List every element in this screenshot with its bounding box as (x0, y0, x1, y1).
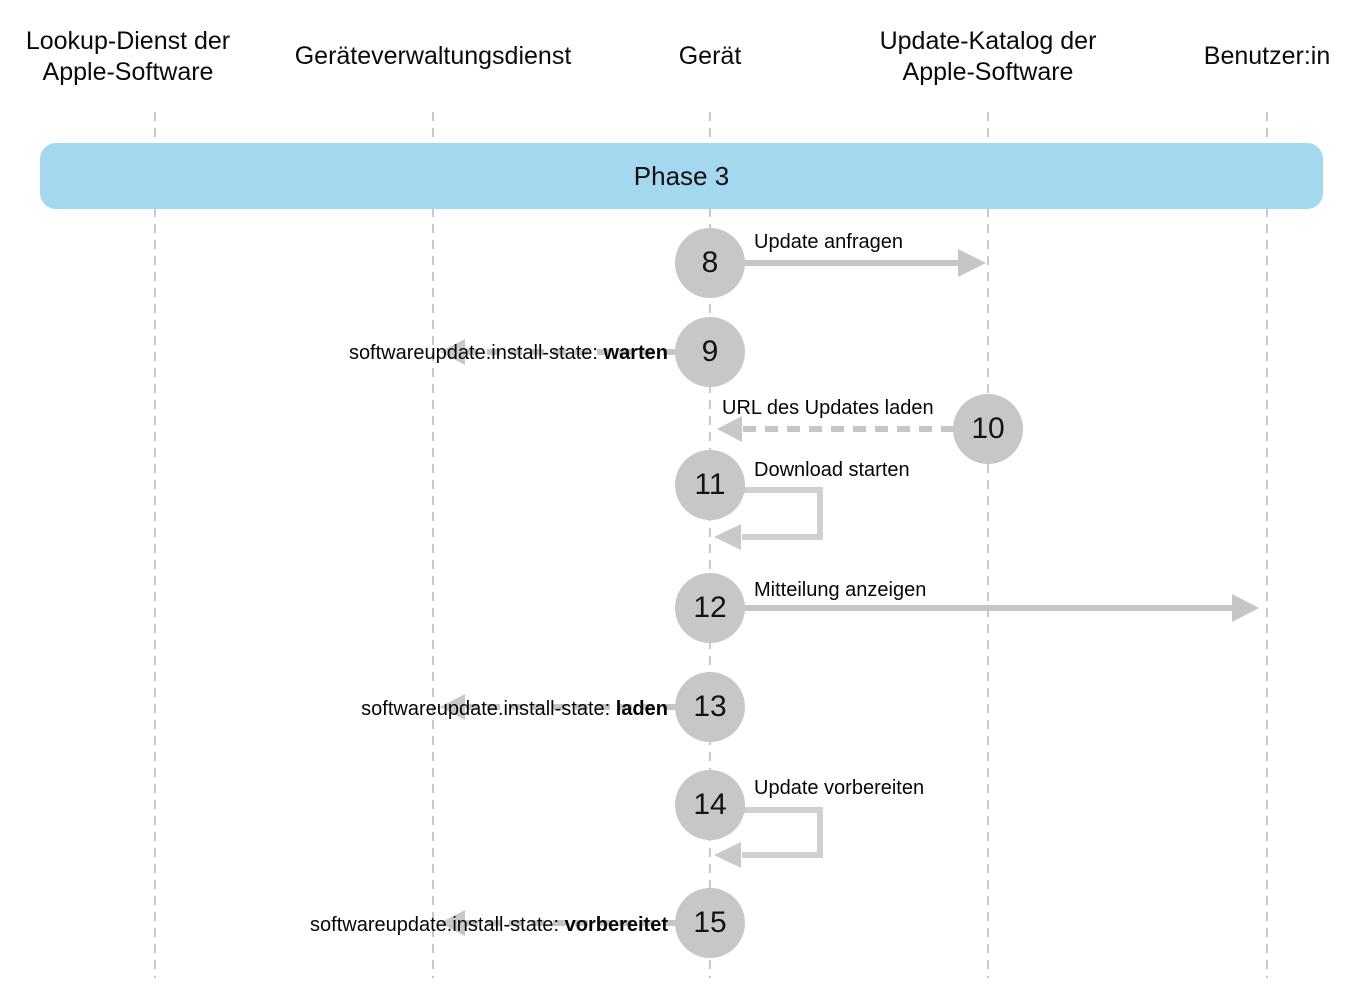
step-circle-8: 8 (675, 228, 745, 298)
arrow-step-15 (440, 910, 676, 936)
step-circle-11: 11 (675, 450, 745, 520)
message-label-prefix: softwareupdate.install-state: (310, 914, 565, 936)
arrow-step-13 (440, 694, 676, 720)
message-label-state: laden (615, 698, 668, 720)
arrowhead-right-icon (958, 249, 986, 277)
arrowhead-left-icon (440, 694, 465, 720)
message-label-step-10: URL des Updates laden (722, 397, 934, 419)
message-label-state: warten (603, 342, 668, 364)
arrowhead-left-icon (714, 842, 741, 868)
message-label-state: vorbereitet (564, 914, 668, 936)
step-circle-12: 12 (675, 573, 745, 643)
arrowhead-left-icon (440, 339, 465, 365)
message-label-step-11: Download starten (754, 459, 910, 481)
message-label-step-9: softwareupdate.install-state: warten (327, 319, 668, 388)
message-label-step-15: softwareupdate.install-state: vorbereite… (288, 891, 668, 960)
actor-geraet: Gerät (678, 42, 742, 70)
step-circle-13: 13 (675, 672, 745, 742)
actor-benutzer: Benutzer:in (1203, 42, 1331, 70)
phase-banner: Phase 3 (40, 143, 1323, 209)
message-label-step-14: Update vorbereiten (754, 777, 925, 799)
message-label-prefix: softwareupdate.install-state: (348, 342, 604, 364)
phase-banner-label: Phase 3 (633, 160, 730, 191)
arrow-step-12 (742, 594, 1259, 622)
message-label-step-8: Update anfragen (754, 231, 904, 253)
arrow-step-9 (440, 339, 676, 365)
arrowhead-left-icon (717, 416, 742, 442)
actor-update-katalog: Update-Katalog der Apple-Software (879, 27, 1097, 86)
step-circle-9: 9 (675, 317, 745, 387)
message-label-step-13: softwareupdate.install-state: laden (339, 675, 668, 744)
arrowhead-left-icon (440, 910, 465, 936)
step-circle-14: 14 (675, 770, 745, 840)
message-label-step-12: Mitteilung anzeigen (754, 579, 927, 601)
message-label-prefix: softwareupdate.install-state: (361, 698, 616, 720)
arrow-step-8 (742, 249, 986, 277)
actor-geraeteverwaltungsdienst: Geräteverwaltungsdienst (294, 42, 572, 70)
arrowhead-right-icon (1232, 594, 1259, 622)
actor-lookup-dienst: Lookup-Dienst der Apple-Software (25, 27, 231, 86)
arrowhead-left-icon (714, 524, 741, 550)
arrow-step-10 (717, 416, 954, 442)
arrow-step-14-self-loop (714, 807, 823, 868)
arrow-step-11-self-loop (714, 487, 823, 550)
step-circle-10: 10 (953, 394, 1023, 464)
step-circle-15: 15 (675, 888, 745, 958)
